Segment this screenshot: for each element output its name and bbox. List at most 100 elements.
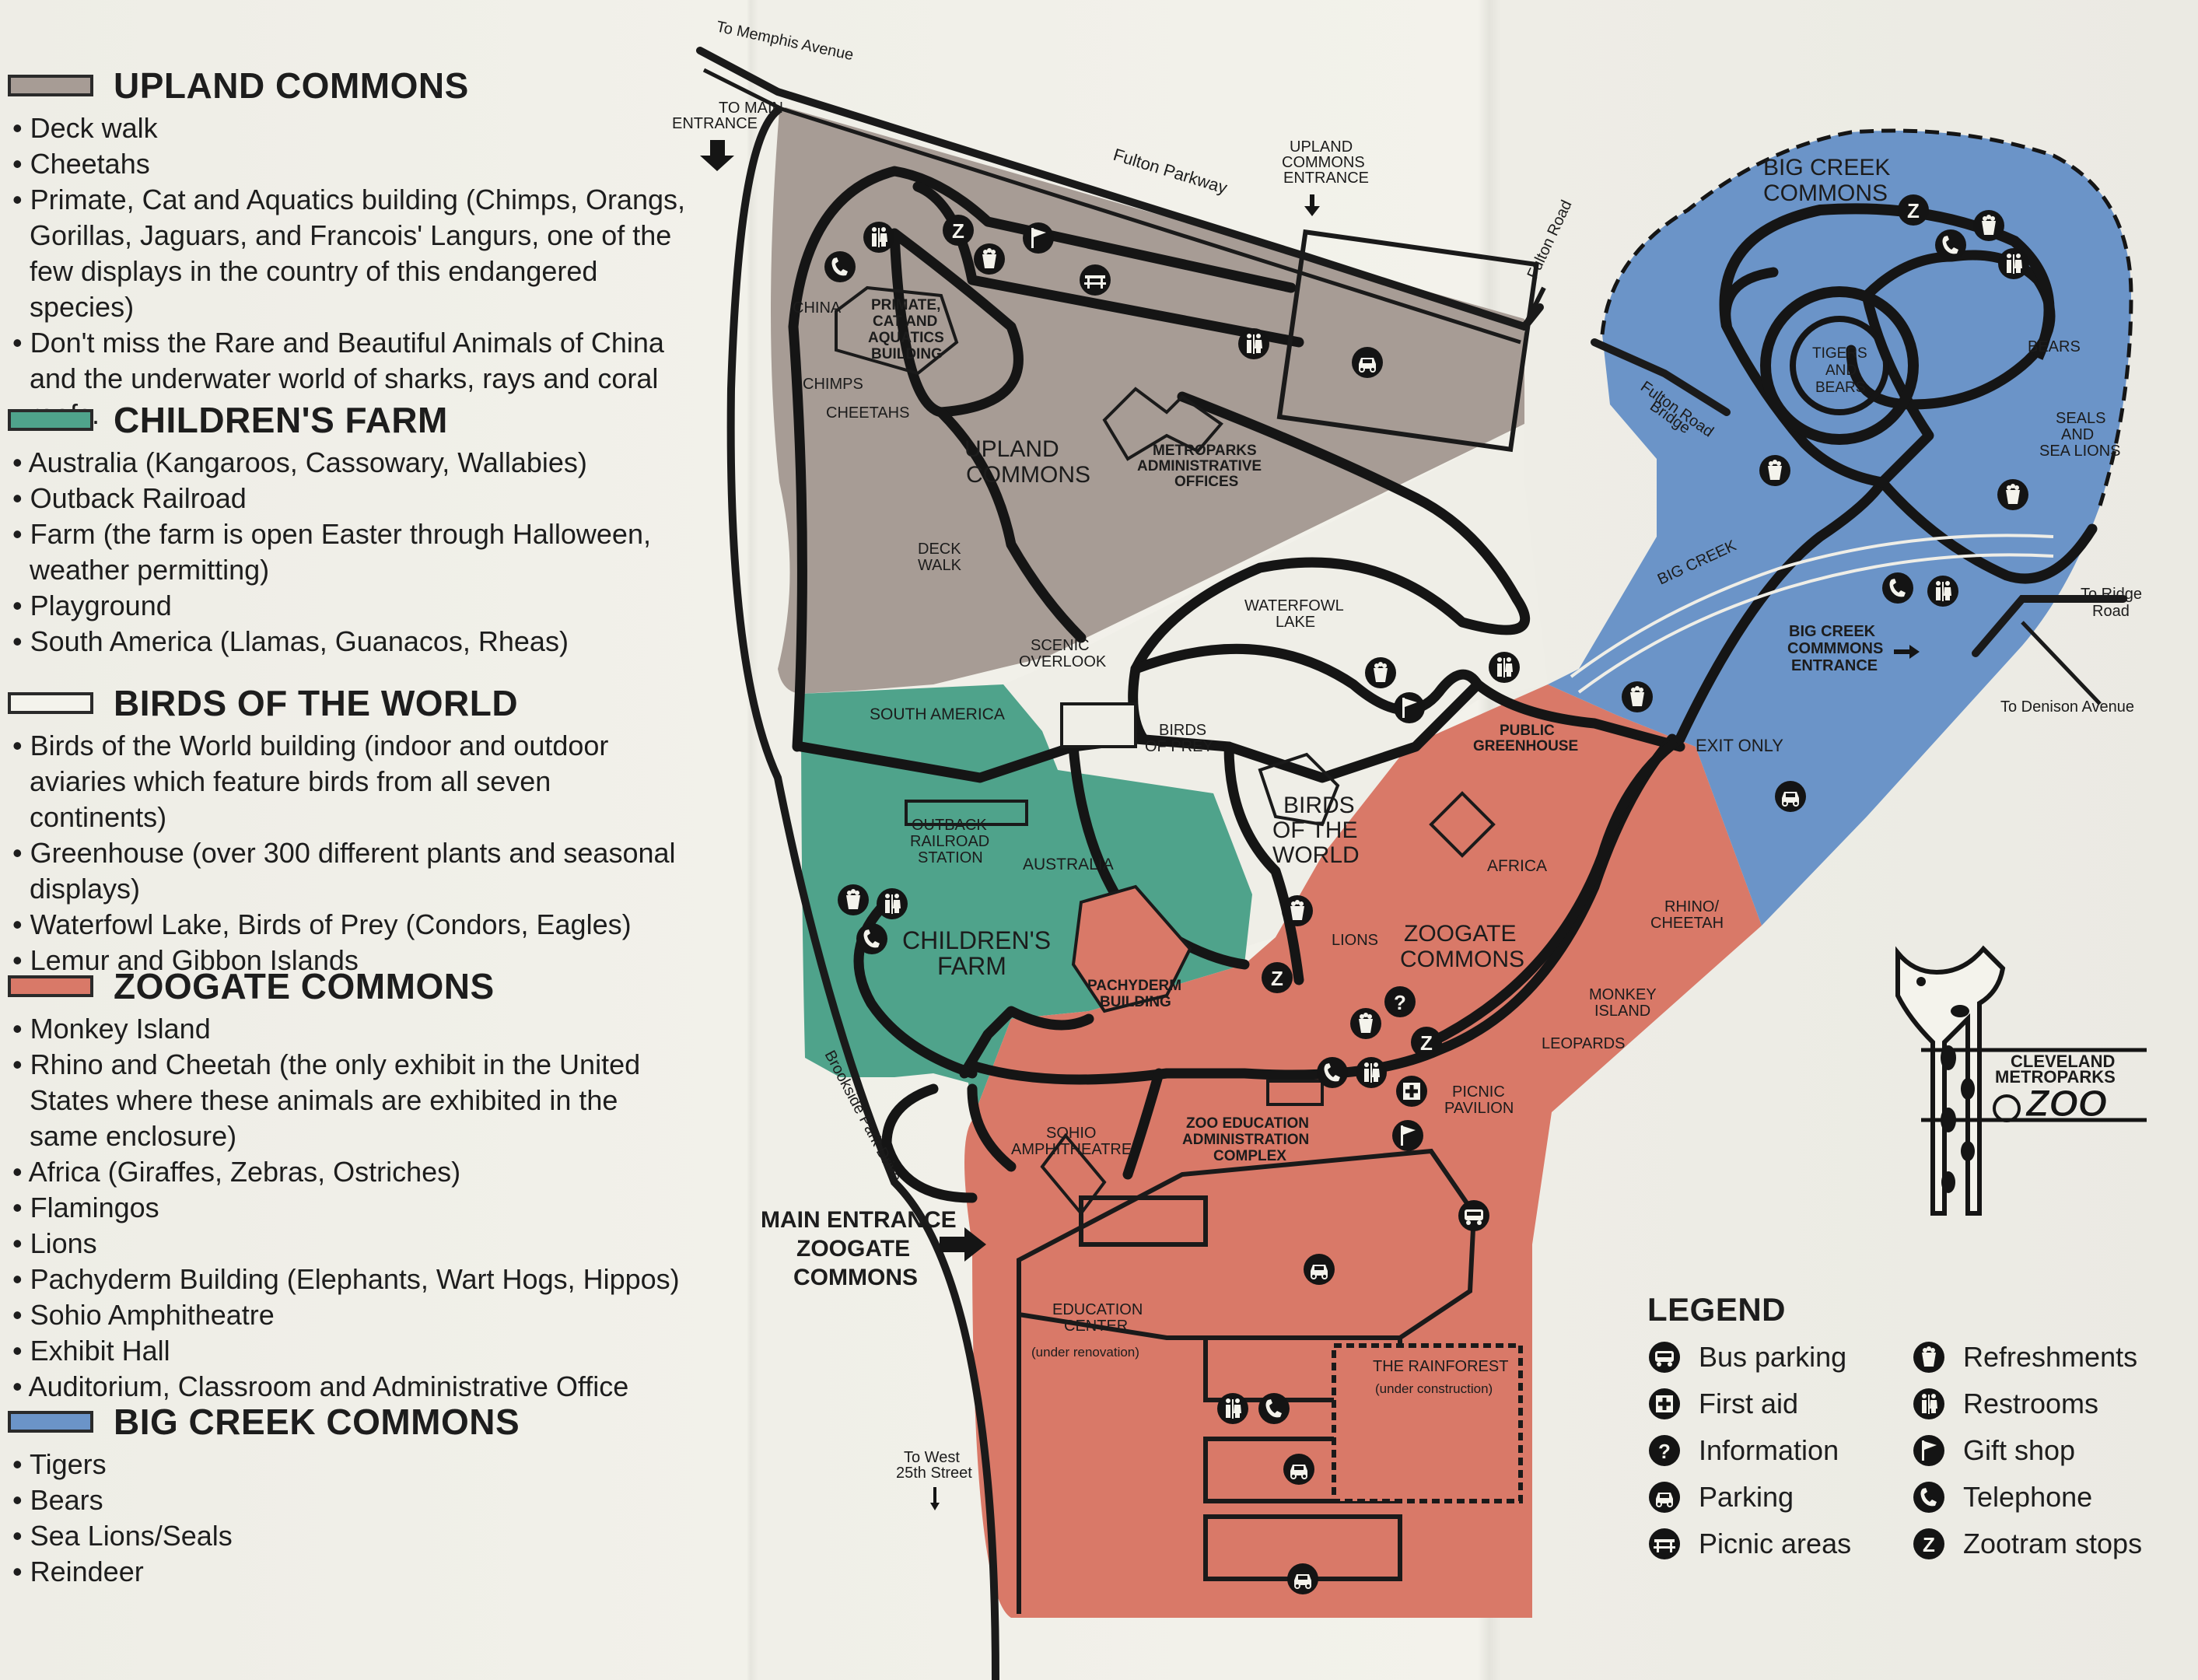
legend-label: Refreshments: [1963, 1341, 2138, 1373]
color-swatch: [8, 75, 93, 96]
label-birds-of-prey-1: BIRDS: [1159, 722, 1206, 739]
section-item: Monkey Island: [8, 1011, 692, 1047]
section-item: South America (Llamas, Guanacos, Rheas): [8, 624, 692, 660]
upland-entrance-2: COMMONS: [1282, 154, 1365, 171]
label-rhino-2: CHEETAH: [1650, 915, 1724, 932]
legend-label: First aid: [1699, 1388, 1799, 1419]
section-childrens-farm: CHILDREN'S FARM Australia (Kangaroos, Cas…: [8, 398, 692, 660]
legend-label: Information: [1699, 1434, 1839, 1466]
telephone-icon: [1935, 229, 1966, 261]
label-rainforest-1: THE RAINFOREST: [1373, 1358, 1508, 1375]
label-education-2: CENTER: [1064, 1318, 1128, 1335]
label-admin-2: ADMINISTRATIVE: [1137, 458, 1262, 474]
perimeter-roads: [696, 47, 2127, 1680]
svg-text:Z: Z: [1907, 199, 1920, 222]
section-item: Deck walk: [8, 110, 692, 146]
legend-item: First aid: [1647, 1384, 1912, 1423]
label-pachyderm-2: BUILDING: [1100, 994, 1171, 1010]
exit-only-label: EXIT ONLY: [1696, 736, 1783, 755]
big-creek-title-1: BIG CREEK: [1763, 155, 1890, 180]
label-admin-1: METROPARKS: [1153, 443, 1257, 459]
section-item: Greenhouse (over 300 different plants an…: [8, 835, 692, 907]
upland-entrance-3: ENTRANCE: [1283, 170, 1369, 187]
section-item: Farm (the farm is open Easter through Ha…: [8, 516, 692, 588]
label-tigers-2: AND: [1825, 362, 1857, 379]
zootram-icon: Z: [1912, 1527, 1946, 1561]
section-item: Primate, Cat and Aquatics building (Chim…: [8, 182, 692, 325]
legend-item: Parking: [1647, 1478, 1912, 1517]
parking-icon: [1775, 781, 1806, 812]
section-item: Lemur and Gibbon Islands: [8, 943, 692, 978]
section-title: BIRDS OF THE WORLD: [114, 683, 519, 723]
area-descriptions: UPLAND COMMONSDeck walkCheetahsPrimate, …: [0, 0, 700, 1680]
label-tigers-1: TIGERS: [1812, 345, 1867, 362]
restrooms-icon: [1489, 652, 1520, 683]
arrow-down-icon: [700, 140, 734, 171]
label-zoo-admin-3: COMPLEX: [1213, 1148, 1286, 1164]
picnic-icon: [1080, 264, 1111, 296]
label-outback-3: STATION: [918, 849, 983, 866]
label-africa: AFRICA: [1487, 857, 1547, 875]
big-creek-river: [1570, 534, 2054, 694]
refreshments-icon: [1350, 1008, 1381, 1039]
childrens-farm-title-2: FARM: [937, 952, 1006, 980]
restrooms-icon: [1912, 1387, 1946, 1421]
svg-text:?: ?: [1394, 991, 1406, 1014]
road-label-denison: To Denison Avenue: [2000, 698, 2134, 716]
legend-title: LEGEND: [1647, 1291, 1787, 1328]
refreshments-icon: [1997, 479, 2028, 510]
label-education-3: (under renovation): [1031, 1345, 1139, 1360]
telephone-icon: [856, 923, 887, 954]
label-rhino-1: RHINO/: [1664, 898, 1719, 915]
label-pachyderm-1: PACHYDERM: [1087, 978, 1181, 994]
refreshments-icon: [1622, 681, 1653, 712]
road-label-main-entrance-2: ENTRANCE: [672, 115, 758, 132]
section-items: Deck walkCheetahsPrimate, Cat and Aquati…: [8, 110, 692, 432]
label-primate-1: PRIMATE,: [871, 297, 940, 313]
section-upland-commons: UPLAND COMMONSDeck walkCheetahsPrimate, …: [8, 64, 692, 432]
label-australia: AUSTRALIA: [1023, 856, 1114, 873]
legend-item: Refreshments: [1912, 1338, 2176, 1377]
label-zoo-admin-1: ZOO EDUCATION: [1186, 1115, 1309, 1132]
label-monkey-2: ISLAND: [1594, 1003, 1650, 1020]
label-sohio-1: SOHIO: [1046, 1125, 1096, 1142]
telephone-icon: [1882, 572, 1913, 604]
section-item: Auditorium, Classroom and Administrative…: [8, 1369, 692, 1405]
section-item: Sea Lions/Seals: [8, 1518, 692, 1554]
section-title: CHILDREN'S FARM: [114, 400, 448, 440]
logo-line-1: CLEVELAND: [2011, 1052, 2115, 1071]
arrow-right-icon: [1894, 645, 1920, 659]
giraffe-icon: [1895, 945, 2006, 1216]
section-item: Exhibit Hall: [8, 1333, 692, 1369]
label-primate-2: CAT AND: [873, 313, 937, 330]
label-chimps: CHIMPS: [803, 376, 863, 393]
label-picnic-1: PICNIC: [1452, 1083, 1505, 1101]
zoogate-title-2: COMMONS: [1400, 947, 1524, 972]
big-creek-boundary: [1600, 128, 2133, 506]
telephone-icon: [1912, 1480, 1946, 1514]
label-scenic-2: OVERLOOK: [1019, 653, 1107, 670]
section-item: Reindeer: [8, 1554, 692, 1590]
label-seals-2: AND: [2061, 426, 2094, 443]
color-swatch: [8, 409, 93, 431]
upland-commons-area: [771, 107, 1524, 694]
label-greenhouse-1: PUBLIC: [1500, 723, 1555, 739]
section-item: Cheetahs: [8, 146, 692, 182]
picnic-icon: [1647, 1527, 1682, 1561]
section-heading: UPLAND COMMONS: [8, 64, 692, 107]
label-lions: LIONS: [1332, 932, 1378, 949]
map-icons: ZZZ?Z: [824, 194, 2029, 1594]
section-items: Australia (Kangaroos, Cassowary, Wallabi…: [8, 445, 692, 660]
restrooms-icon: [863, 222, 894, 253]
section-item: Waterfowl Lake, Birds of Prey (Condors, …: [8, 907, 692, 943]
refreshments-icon: [1365, 657, 1396, 688]
refreshments-icon: [1973, 210, 2004, 241]
label-cheetahs: CHEETAHS: [826, 404, 909, 422]
information-icon: ?: [1647, 1433, 1682, 1468]
svg-text:Z: Z: [952, 219, 964, 243]
label-deck-walk-1: DECK: [918, 541, 961, 558]
parking-icon: [1283, 1454, 1314, 1485]
refreshments-icon: [974, 243, 1005, 275]
label-monkey-1: MONKEY: [1589, 986, 1657, 1003]
zootram-icon: Z: [943, 215, 974, 246]
